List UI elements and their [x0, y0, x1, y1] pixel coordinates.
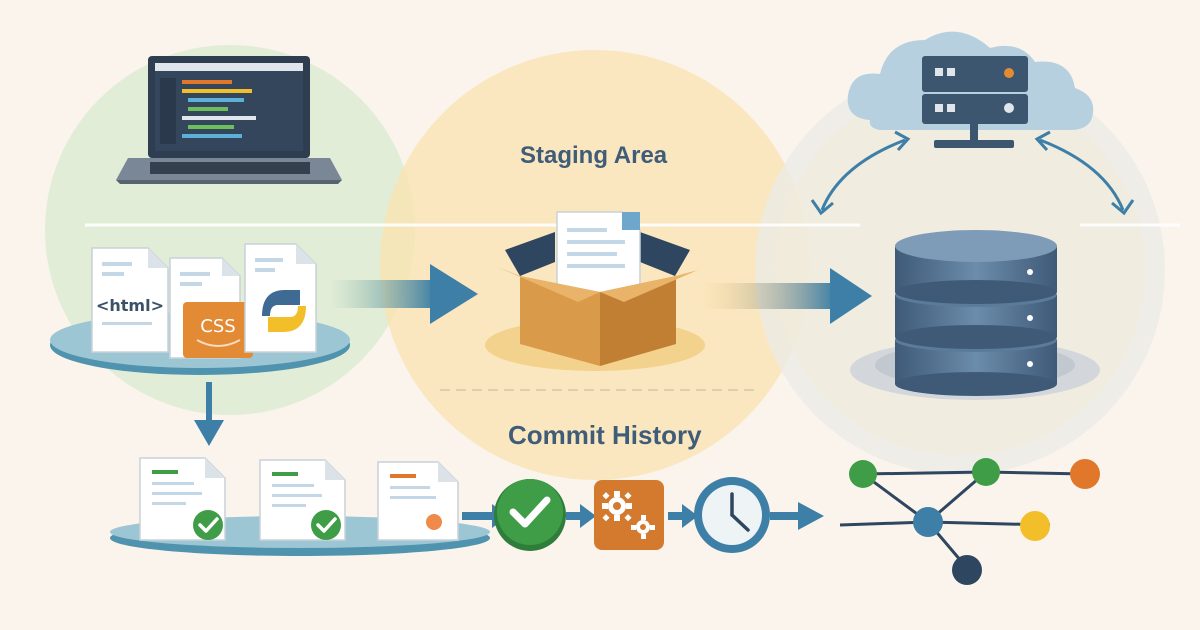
commit-arrow — [700, 268, 872, 324]
database-icon — [895, 230, 1057, 396]
check-circle-icon — [494, 479, 566, 551]
stage-arrow — [330, 264, 478, 324]
css-file-icon: CSS — [169, 257, 253, 359]
commit-graph-icon — [839, 458, 1100, 585]
cloud-server-icon — [847, 31, 1094, 148]
clock-icon — [694, 477, 770, 553]
python-file-icon — [244, 243, 317, 353]
html-file-text: <html> — [96, 296, 164, 315]
down-arrow — [194, 382, 224, 446]
pending-file-icon — [377, 461, 459, 541]
css-file-text: CSS — [200, 316, 235, 337]
commit-history-label: Commit History — [508, 420, 702, 450]
gears-icon — [594, 480, 664, 550]
committed-file-icon — [139, 457, 226, 541]
html-file-icon: <html> — [91, 247, 169, 353]
staging-area-label: Staging Area — [520, 142, 668, 169]
committed-file-icon — [259, 459, 346, 541]
laptop-code-editor-icon — [116, 56, 342, 184]
sync-arrows — [810, 130, 1135, 216]
open-box-icon — [495, 211, 698, 366]
